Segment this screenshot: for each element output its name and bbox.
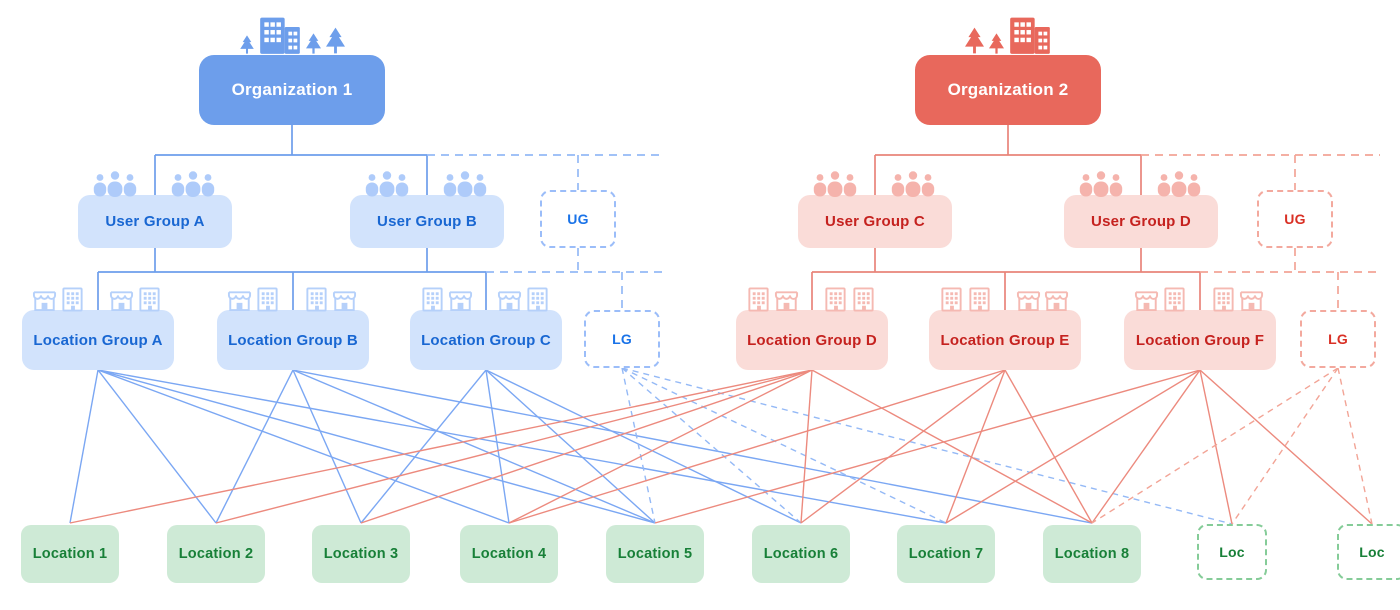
node-location-group-d: Location Group D <box>736 310 888 370</box>
node-location-group-placeholder-1: LG <box>584 310 660 368</box>
node-label: Organization 1 <box>231 80 353 99</box>
node-label: Location Group F <box>1135 331 1265 349</box>
node-user-group-placeholder-2: UG <box>1257 190 1333 248</box>
node-user-group-d: User Group D <box>1064 195 1218 248</box>
node-location-1: Location 1 <box>21 525 119 583</box>
storefront-icon <box>497 287 550 312</box>
storefront-icon <box>32 287 85 312</box>
node-location-group-placeholder-2: LG <box>1300 310 1376 368</box>
node-label: Location Group B <box>228 331 358 349</box>
node-label: Location 1 <box>32 546 108 562</box>
storefront-icon <box>1211 287 1264 312</box>
organization-icon <box>915 10 1101 54</box>
user-group-icon <box>1070 171 1132 197</box>
node-location-6: Location 6 <box>752 525 850 583</box>
node-user-group-b: User Group B <box>350 195 504 248</box>
user-group-icon <box>84 171 146 197</box>
node-location-group-b: Location Group B <box>217 310 369 370</box>
node-location-placeholder-1: Loc <box>1197 524 1267 580</box>
node-location-3: Location 3 <box>312 525 410 583</box>
storefront-icon <box>1134 287 1187 312</box>
user-group-icon <box>882 171 944 197</box>
node-label: Organization 2 <box>947 80 1069 99</box>
node-label: LG <box>612 331 632 347</box>
node-label: Location Group A <box>33 331 163 349</box>
node-label: Location 3 <box>323 546 399 562</box>
node-location-placeholder-2: Loc <box>1337 524 1400 580</box>
node-location-8: Location 8 <box>1043 525 1141 583</box>
storefront-icon <box>109 287 162 312</box>
organization-icon <box>199 10 385 54</box>
node-label: Loc <box>1359 544 1385 560</box>
node-label: Location 6 <box>763 546 839 562</box>
node-label: Location 2 <box>178 546 254 562</box>
storefront-icon <box>420 287 473 312</box>
node-label: Location Group D <box>747 331 877 349</box>
node-location-group-c: Location Group C <box>410 310 562 370</box>
node-location-7: Location 7 <box>897 525 995 583</box>
user-group-icon <box>1148 171 1210 197</box>
node-label: Location Group E <box>940 331 1070 349</box>
node-organization-2: Organization 2 <box>915 55 1101 125</box>
node-location-2: Location 2 <box>167 525 265 583</box>
node-organization-1: Organization 1 <box>199 55 385 125</box>
node-location-group-f: Location Group F <box>1124 310 1276 370</box>
user-group-icon <box>162 171 224 197</box>
node-user-group-a: User Group A <box>78 195 232 248</box>
node-label: Location Group C <box>421 331 551 349</box>
user-group-icon <box>804 171 866 197</box>
node-location-5: Location 5 <box>606 525 704 583</box>
node-label: UG <box>1284 211 1306 227</box>
node-location-4: Location 4 <box>460 525 558 583</box>
storefront-icon <box>304 287 357 312</box>
node-label: Location 8 <box>1054 546 1130 562</box>
node-location-group-a: Location Group A <box>22 310 174 370</box>
user-group-icon <box>356 171 418 197</box>
node-label: User Group C <box>825 213 925 230</box>
user-group-icon <box>434 171 496 197</box>
node-location-group-e: Location Group E <box>929 310 1081 370</box>
node-user-group-placeholder-1: UG <box>540 190 616 248</box>
storefront-icon <box>746 287 799 312</box>
node-label: User Group B <box>377 213 477 230</box>
node-label: Location 5 <box>617 546 693 562</box>
node-label: Loc <box>1219 544 1245 560</box>
storefront-icon <box>227 287 280 312</box>
node-label: Location 7 <box>908 546 984 562</box>
node-user-group-c: User Group C <box>798 195 952 248</box>
node-label: User Group D <box>1091 213 1191 230</box>
storefront-icon <box>939 287 992 312</box>
storefront-icon <box>1016 287 1069 312</box>
node-label: User Group A <box>105 213 205 230</box>
node-label: LG <box>1328 331 1348 347</box>
node-label: Location 4 <box>471 546 547 562</box>
node-label: UG <box>567 211 589 227</box>
storefront-icon <box>823 287 876 312</box>
